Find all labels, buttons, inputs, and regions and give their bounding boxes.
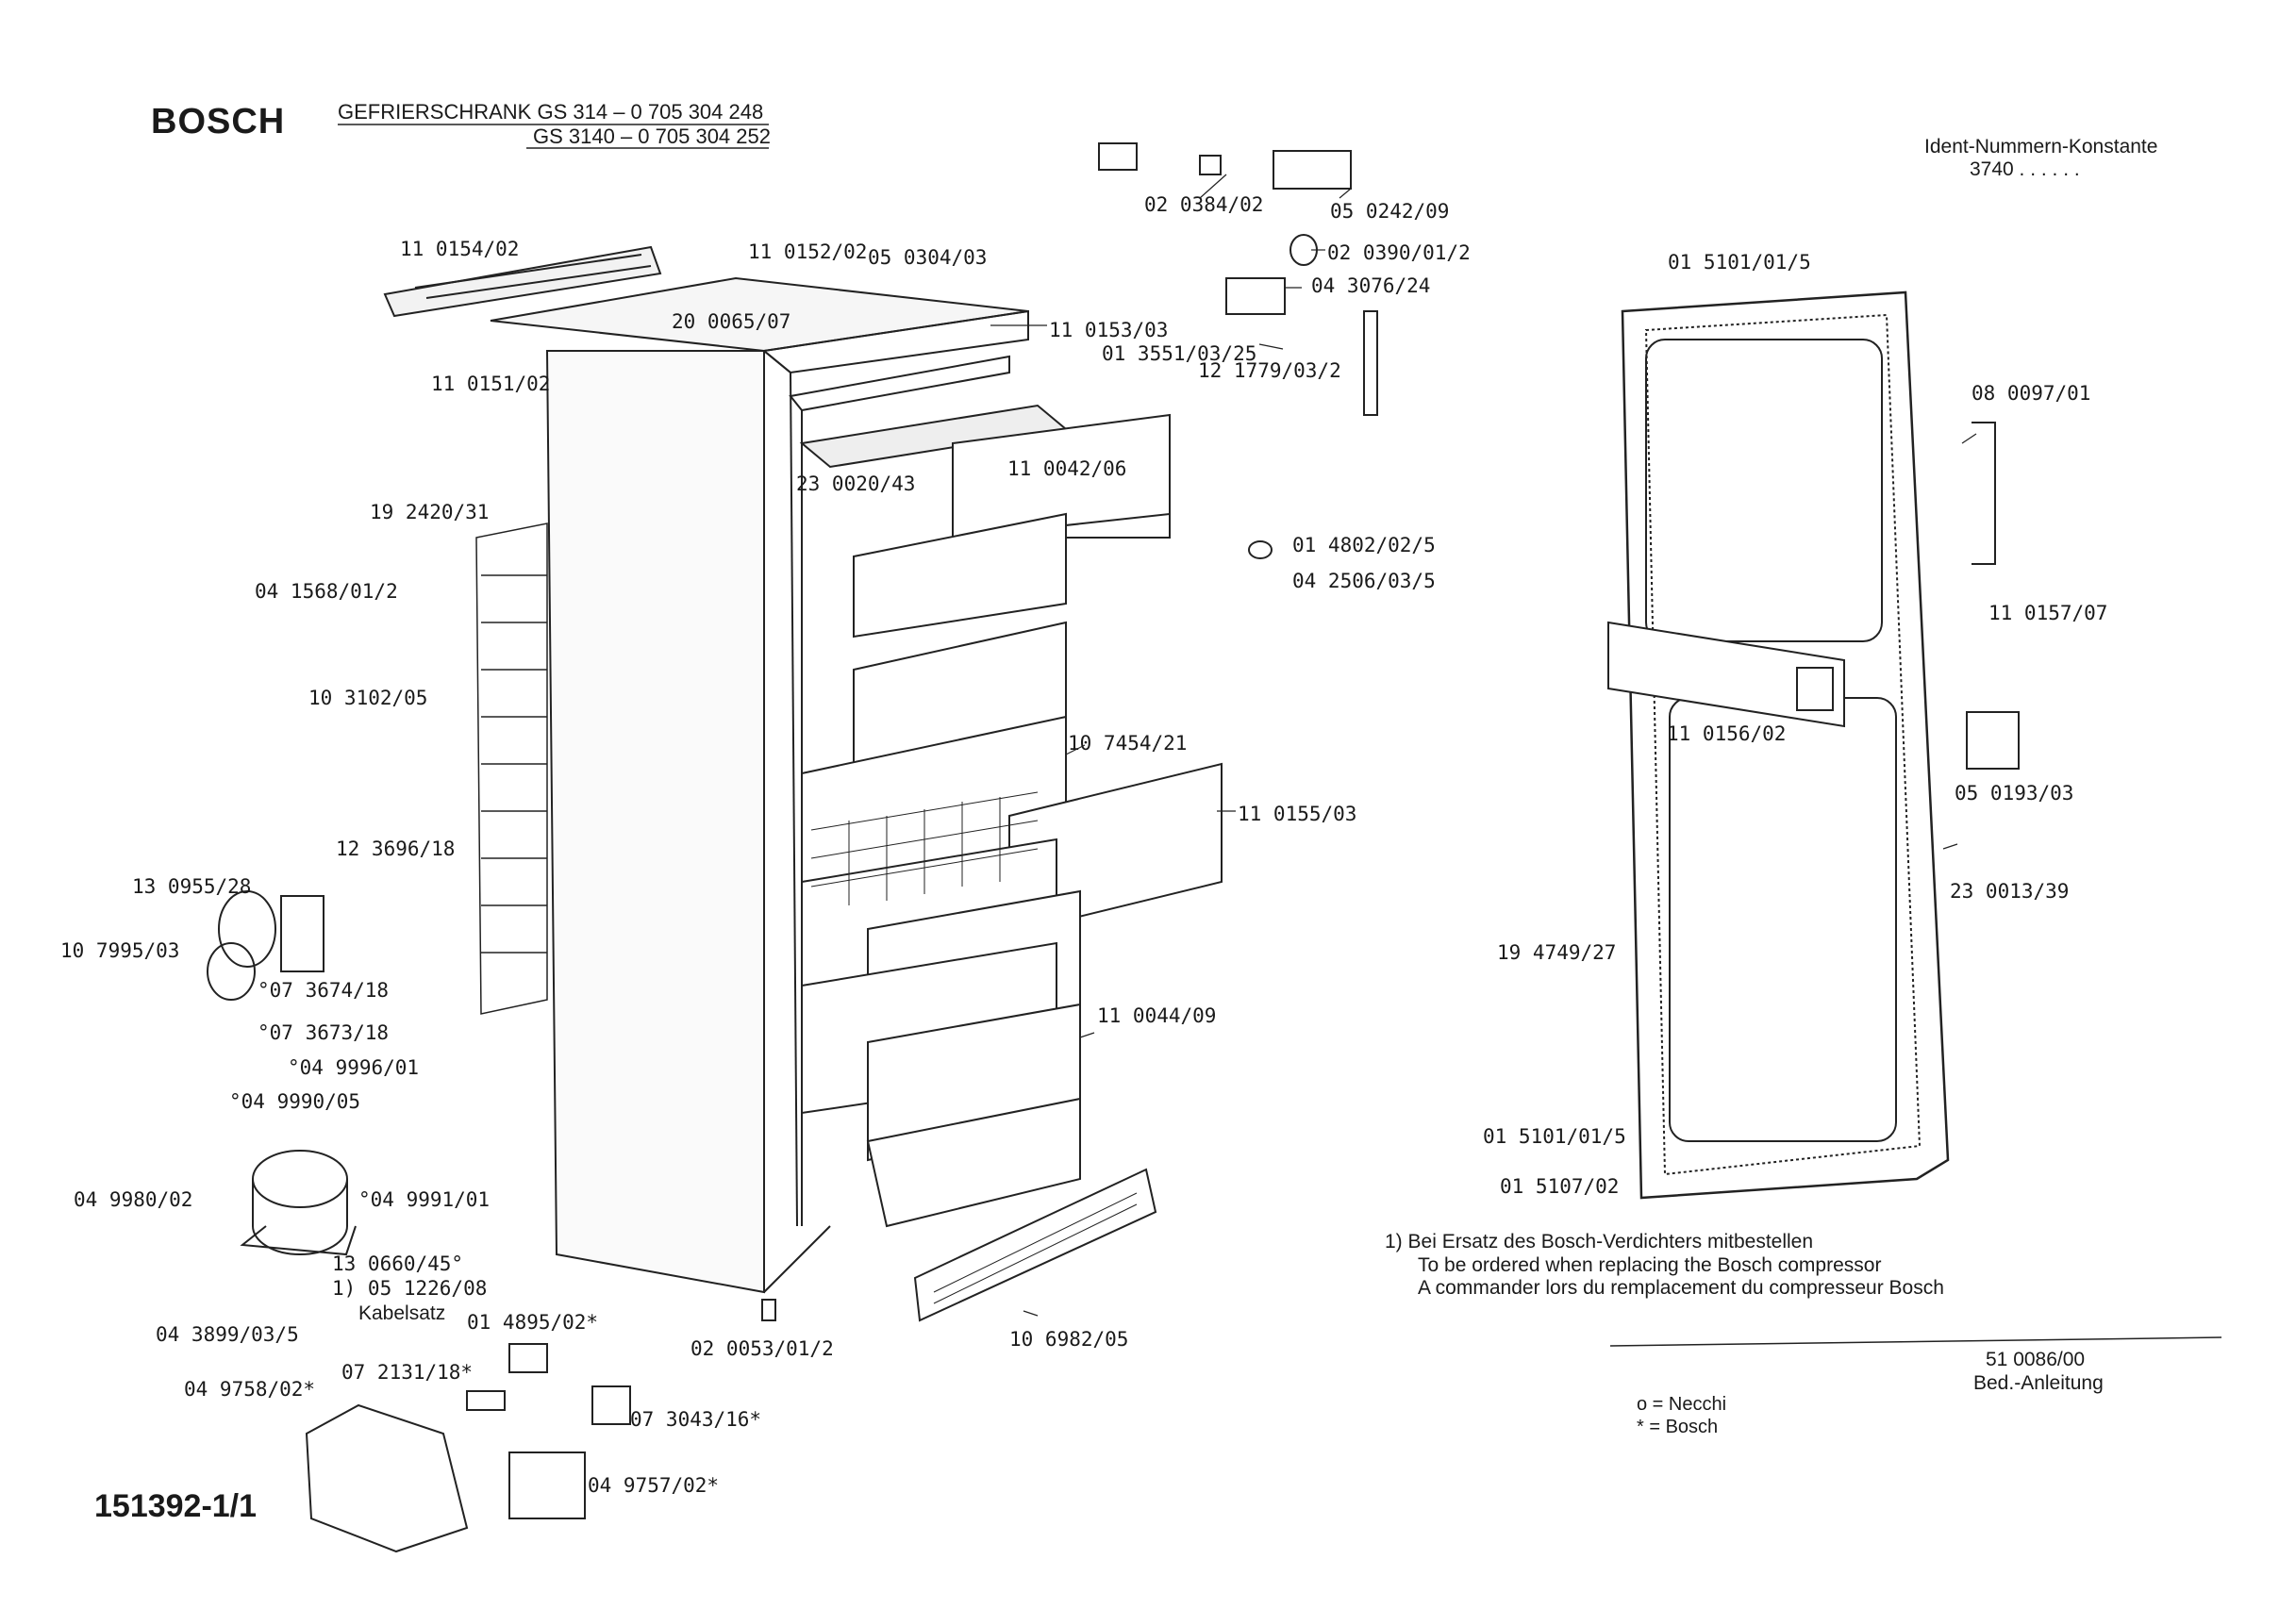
label-050304: 05 0304/03 xyxy=(868,246,988,269)
label-110154: 11 0154/02 xyxy=(400,238,520,260)
label-130660: 13 0660/45° xyxy=(332,1252,464,1275)
label-110152: 11 0152/02 xyxy=(748,241,868,263)
label-110042: 11 0042/06 xyxy=(1007,457,1127,480)
label-194749: 19 4749/27 xyxy=(1497,941,1617,964)
label-041568: 04 1568/01/2 xyxy=(255,580,398,603)
label-050242: 05 0242/09 xyxy=(1330,200,1450,223)
label-110153: 11 0153/03 xyxy=(1049,319,1169,341)
label-049991: °04 9991/01 xyxy=(358,1188,491,1211)
label-073673: °07 3673/18 xyxy=(258,1021,390,1044)
label-073043: 07 3043/16* xyxy=(630,1408,762,1431)
label-042506: 04 2506/03/5 xyxy=(1292,570,1436,592)
label-110157: 11 0157/07 xyxy=(1988,602,2108,624)
label-200065: 20 0065/07 xyxy=(672,310,791,333)
doc-code: 51 0086/00 xyxy=(1986,1349,2086,1370)
legend-necchi: o = Necchi xyxy=(1637,1394,1727,1415)
label-020053: 02 0053/01/2 xyxy=(690,1337,834,1360)
label-049980: 04 9980/02 xyxy=(74,1188,193,1211)
label-014895: 01 4895/02* xyxy=(467,1311,599,1334)
relay-parts xyxy=(467,1344,630,1518)
label-230013: 23 0013/39 xyxy=(1950,880,2070,903)
freezer-door xyxy=(1608,292,1948,1198)
label-123696: 12 3696/18 xyxy=(336,838,456,860)
label-110156: 11 0156/02 xyxy=(1667,722,1787,745)
label-043076: 04 3076/24 xyxy=(1311,274,1431,297)
label-020384: 02 0384/02 xyxy=(1144,193,1264,216)
control-parts xyxy=(1099,143,1377,558)
leader-lines xyxy=(990,174,1976,1316)
label-130955: 13 0955/28 xyxy=(132,875,252,898)
adjustable-foot xyxy=(762,1300,775,1320)
label-050193: 05 0193/03 xyxy=(1955,782,2074,804)
label-014802: 01 4802/02/5 xyxy=(1292,534,1436,556)
note-line3: A commander lors du remplacement du comp… xyxy=(1418,1277,1944,1299)
note-line2: To be ordered when replacing the Bosch c… xyxy=(1418,1254,1882,1276)
label-020390: 02 0390/01/2 xyxy=(1327,241,1471,264)
label-192420: 19 2420/31 xyxy=(370,501,490,523)
condenser-fan xyxy=(208,891,324,1000)
label-107995: 10 7995/03 xyxy=(60,939,180,962)
label-049996: °04 9996/01 xyxy=(288,1056,420,1079)
label-015101-bottom: 01 5101/01/5 xyxy=(1483,1125,1626,1148)
label-043899: 04 3899/03/5 xyxy=(156,1323,299,1346)
label-051226: 1) 05 1226/08 xyxy=(332,1277,488,1300)
handle-cover xyxy=(1967,712,2019,769)
top-trim-strip xyxy=(385,247,660,316)
label-110044: 11 0044/09 xyxy=(1097,1004,1217,1027)
label-015101-top: 01 5101/01/5 xyxy=(1668,251,1811,274)
freezer-drawers xyxy=(802,406,1222,1226)
label-072131: 07 2131/18* xyxy=(341,1361,474,1384)
condenser-coil xyxy=(476,523,547,1014)
ident-label: Ident-Nummern-Konstante xyxy=(1924,136,2158,158)
ident-value: 3740 . . . . . . xyxy=(1970,158,2080,180)
label-013551: 01 3551/03/25 xyxy=(1102,342,1257,365)
label-230020: 23 0020/43 xyxy=(796,473,916,495)
label-103102: 10 3102/05 xyxy=(308,687,428,709)
label-110151: 11 0151/02 xyxy=(431,373,551,395)
relay-cover xyxy=(307,1405,467,1551)
label-049757: 04 9757/02* xyxy=(588,1474,720,1497)
label-121779: 12 1779/03/2 xyxy=(1198,359,1341,382)
label-049990: °04 9990/05 xyxy=(229,1090,361,1113)
label-015107: 01 5107/02 xyxy=(1500,1175,1620,1198)
compressor xyxy=(242,1151,356,1254)
label-073674: °07 3674/18 xyxy=(258,979,390,1002)
model-title-line1: GEFRIERSCHRANK GS 314 – 0 705 304 248 xyxy=(338,100,764,124)
model-title-line2: GS 3140 – 0 705 304 252 xyxy=(533,124,771,148)
legend-bosch: * = Bosch xyxy=(1637,1417,1719,1437)
label-049758: 04 9758/02* xyxy=(184,1378,316,1401)
label-080097: 08 0097/01 xyxy=(1972,382,2091,405)
doc-label: Bed.-Anleitung xyxy=(1973,1372,2104,1394)
label-110155: 11 0155/03 xyxy=(1238,803,1357,825)
kick-plate-grille xyxy=(915,1169,1156,1320)
label-kabelsatz: Kabelsatz xyxy=(358,1302,446,1324)
note-line1: 1) Bei Ersatz des Bosch-Verdichters mitb… xyxy=(1385,1231,1814,1252)
label-107454: 10 7454/21 xyxy=(1068,732,1188,755)
door-handle xyxy=(1972,423,1995,564)
drawing-number: 151392-1/1 xyxy=(94,1488,258,1524)
brand-logo: BOSCH xyxy=(151,102,286,141)
label-106982: 10 6982/05 xyxy=(1009,1328,1129,1351)
